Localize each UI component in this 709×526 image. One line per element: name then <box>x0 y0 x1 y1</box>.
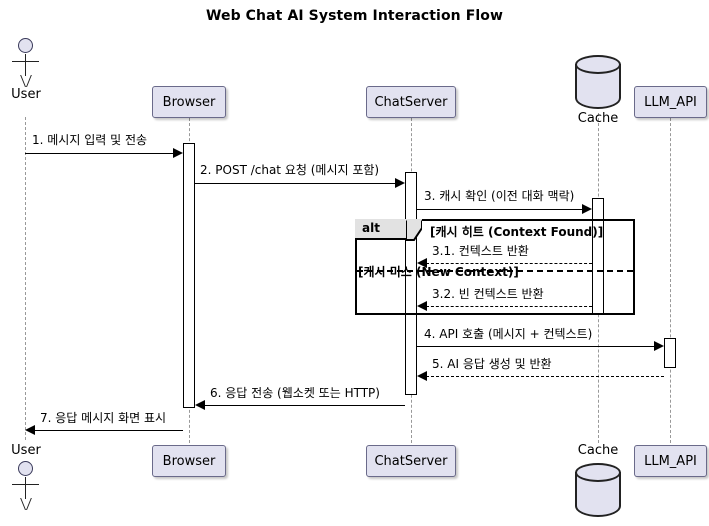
message-label-4: 4. API 호출 (메시지 + 컨텍스트) <box>424 327 593 341</box>
actor-body-icon <box>25 477 26 499</box>
alt-tab-notch-icon <box>406 219 422 241</box>
message-line-2 <box>195 183 396 184</box>
database-cylinder-top-icon <box>575 55 621 74</box>
participant-browser-bottom[interactable]: Browser <box>152 445 226 477</box>
message-line-4 <box>417 346 655 347</box>
participant-llm-api-bottom[interactable]: LLM_API <box>634 445 707 477</box>
lifeline-llm-api <box>670 118 671 443</box>
message-label-7: 7. 응답 메시지 화면 표시 <box>40 411 167 425</box>
message-arrowhead-3-2 <box>417 301 427 311</box>
message-line-1 <box>25 153 174 154</box>
message-line-3-2 <box>426 306 592 307</box>
participant-label-user-top: User <box>11 87 41 102</box>
participant-llm-api-top[interactable]: LLM_API <box>634 86 707 118</box>
participant-label-cache-top: Cache <box>577 111 619 126</box>
participant-label-chatserver-bottom: ChatServer <box>374 453 448 469</box>
activation-llm-api <box>664 338 676 368</box>
message-line-5 <box>426 376 664 377</box>
alt-operator-label: alt <box>362 221 380 235</box>
message-arrowhead-7 <box>25 425 35 435</box>
participant-cache-bottom[interactable]: Cache <box>575 443 621 518</box>
actor-body-icon <box>25 54 26 76</box>
alt-fragment-frame <box>355 219 635 315</box>
participant-browser-top[interactable]: Browser <box>152 86 226 118</box>
lifeline-user <box>25 117 26 440</box>
message-arrowhead-6 <box>195 400 205 410</box>
message-line-3 <box>417 209 583 210</box>
participant-label-llm-api-bottom: LLM_API <box>644 453 697 469</box>
activation-browser <box>183 143 195 408</box>
message-label-2: 2. POST /chat 요청 (메시지 포함) <box>200 163 380 177</box>
alt-branch-condition-2: [캐시 미스 (New Context)] <box>358 265 519 279</box>
alt-branch-condition-1: [캐시 히트 (Context Found)] <box>430 225 604 239</box>
message-line-3-1 <box>426 263 592 264</box>
actor-head-icon <box>18 461 33 476</box>
message-line-7 <box>35 430 183 431</box>
message-label-6: 6. 응답 전송 (웹소켓 또는 HTTP) <box>210 386 380 400</box>
actor-arms-icon <box>12 484 39 485</box>
message-label-1: 1. 메시지 입력 및 전송 <box>32 133 148 147</box>
participant-chatserver-top[interactable]: ChatServer <box>366 86 456 118</box>
alt-branch-separator <box>357 270 633 272</box>
message-label-3-2: 3.2. 빈 컨텍스트 반환 <box>432 287 544 301</box>
participant-label-llm-api-top: LLM_API <box>644 94 697 110</box>
database-cylinder-top-icon <box>575 463 621 482</box>
participant-label-cache-bottom: Cache <box>577 443 619 458</box>
message-label-3-1: 3.1. 컨텍스트 반환 <box>432 244 529 258</box>
message-arrowhead-3-1 <box>417 258 427 268</box>
participant-user-bottom[interactable]: User <box>10 443 42 515</box>
actor-head-icon <box>18 38 33 53</box>
participant-label-browser-bottom: Browser <box>162 453 216 469</box>
message-label-3: 3. 캐시 확인 (이전 대화 맥락) <box>424 189 575 203</box>
alt-fragment-tab: alt <box>355 219 414 240</box>
participant-label-user-bottom: User <box>11 443 41 458</box>
diagram-title: Web Chat AI System Interaction Flow <box>205 8 504 24</box>
participant-label-browser-top: Browser <box>162 94 216 110</box>
message-arrowhead-2 <box>395 178 405 188</box>
message-arrowhead-3 <box>582 204 592 214</box>
message-arrowhead-5 <box>417 371 427 381</box>
actor-arms-icon <box>12 61 39 62</box>
participant-chatserver-bottom[interactable]: ChatServer <box>366 445 456 477</box>
message-line-6 <box>205 405 405 406</box>
message-label-5: 5. AI 응답 생성 및 반환 <box>432 357 552 371</box>
message-arrowhead-1 <box>173 148 183 158</box>
participant-cache-top[interactable]: Cache <box>575 55 621 130</box>
message-arrowhead-4 <box>654 341 664 351</box>
participant-user-top[interactable]: User <box>10 38 42 106</box>
participant-label-chatserver-top: ChatServer <box>374 94 448 110</box>
